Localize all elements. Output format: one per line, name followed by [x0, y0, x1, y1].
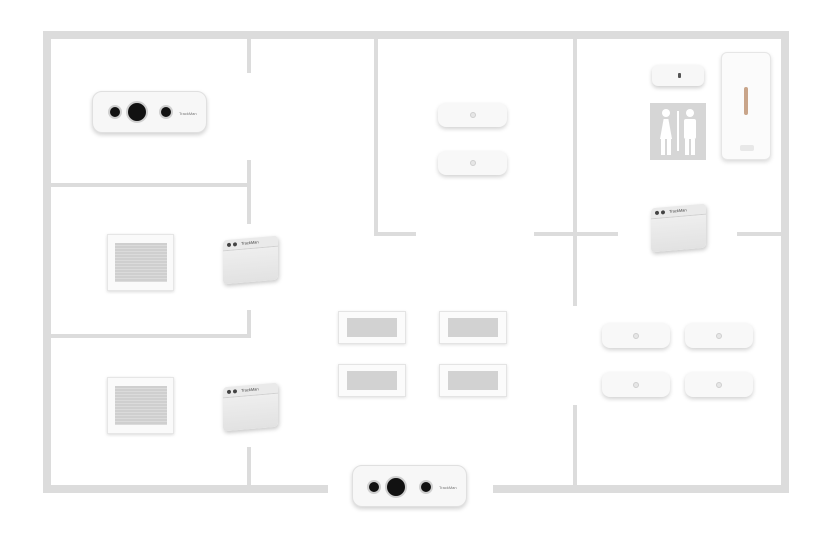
wall-outer-right	[781, 31, 789, 493]
camera-lens	[385, 476, 407, 498]
display-panel	[107, 234, 174, 291]
sensor-led	[678, 73, 681, 78]
ceiling-sensor	[685, 323, 753, 348]
wall-partition	[247, 310, 251, 336]
ceiling-sensor	[685, 372, 753, 397]
wall-partition	[247, 447, 251, 485]
display-panel	[107, 377, 174, 434]
wall-partition	[51, 334, 251, 338]
wall-panel	[338, 364, 406, 397]
camera-lens	[367, 480, 381, 494]
sensor-dot	[633, 381, 639, 388]
camera-lens	[159, 105, 173, 119]
wall-partition	[573, 405, 577, 485]
gateway-device: TrackMan	[651, 203, 706, 253]
woman-icon	[657, 109, 675, 155]
panel-screen	[346, 318, 398, 337]
wall-outer-left	[43, 31, 51, 493]
gateway-device: TrackMan	[223, 235, 278, 285]
wall-panel	[439, 311, 507, 344]
panel-screen	[114, 386, 167, 425]
dispenser-nozzle	[740, 145, 754, 151]
wall-panel	[439, 364, 507, 397]
sign-divider	[677, 111, 679, 151]
sensor-dot	[716, 381, 722, 388]
camera-lens	[419, 480, 433, 494]
dispenser-window	[744, 87, 748, 115]
wall-outer-bottom-left	[43, 485, 328, 493]
wall-partition	[247, 160, 251, 224]
wall-partition	[374, 232, 416, 236]
ceiling-sensor	[438, 151, 507, 175]
panel-screen	[346, 371, 398, 390]
stereo-camera: TrackMan	[92, 91, 207, 133]
wall-panel	[338, 311, 406, 344]
man-icon	[681, 109, 699, 155]
brand-label: TrackMan	[179, 111, 197, 116]
sensor-dot	[716, 332, 722, 339]
sensor-dot	[469, 160, 476, 166]
wall-partition	[247, 39, 251, 73]
camera-lens	[108, 105, 122, 119]
wall-outer-top	[43, 31, 789, 39]
wall-partition	[573, 39, 577, 306]
ceiling-sensor	[602, 323, 670, 348]
ceiling-sensor	[602, 372, 670, 397]
sensor-dot	[633, 332, 639, 339]
restroom-sign	[650, 103, 706, 160]
gateway-device: TrackMan	[223, 382, 278, 432]
wall-partition	[737, 232, 781, 236]
wall-partition	[374, 39, 378, 236]
wall-partition	[51, 183, 251, 187]
panel-screen	[447, 371, 499, 390]
ceiling-sensor	[438, 103, 507, 127]
soap-dispenser	[721, 52, 771, 160]
door-sensor	[652, 65, 704, 86]
brand-label: TrackMan	[439, 485, 457, 490]
panel-screen	[447, 318, 499, 337]
panel-screen	[114, 243, 167, 282]
camera-lens	[126, 101, 148, 123]
stereo-camera: TrackMan	[352, 465, 467, 507]
wall-outer-bottom-right	[493, 485, 789, 493]
sensor-dot	[469, 112, 476, 118]
